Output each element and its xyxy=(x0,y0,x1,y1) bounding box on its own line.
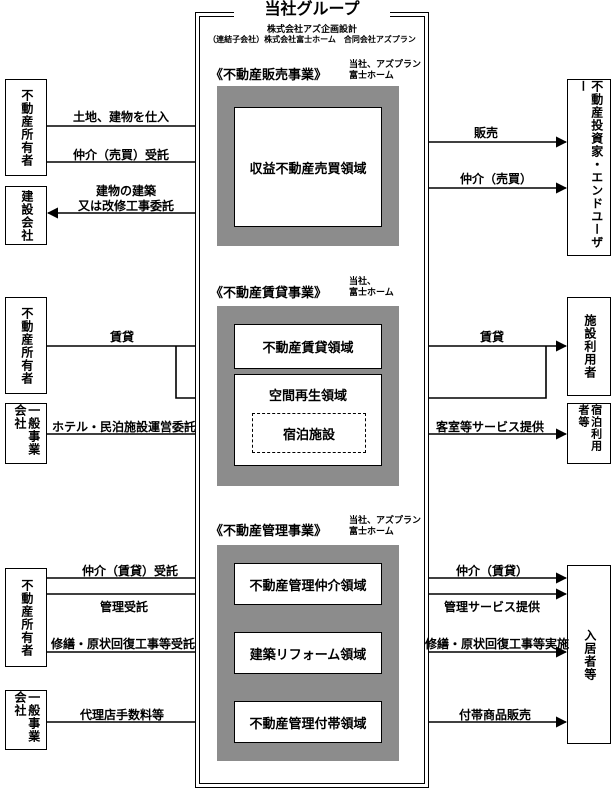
flow-label: 建物の建築 又は改修工事委託 xyxy=(78,184,175,213)
group-title: 当社グループ xyxy=(234,0,390,18)
party-box: 不動産投資家・エンドユーザー xyxy=(567,79,611,256)
domain-label: 空間再生領域 xyxy=(268,389,347,404)
flow-label: 土地、建物を仕入 xyxy=(73,110,170,124)
flow-label: 仲介（賃貸） xyxy=(456,564,529,578)
party-box: 施設利用者 xyxy=(567,297,611,396)
group-subtitle-parent: 株式会社アズ企画設計 xyxy=(266,25,357,35)
flow-label: 代理店手数料等 xyxy=(80,708,165,722)
segment-title-sales: 《不動産販売事業》 xyxy=(210,68,328,83)
flow-label: 管理受託 xyxy=(100,600,149,614)
segment-note-management: 当社、アズプラン 富士ホーム xyxy=(349,516,422,537)
flow-label: ホテル・民泊施設運営委託 xyxy=(52,420,197,434)
segment-title-leasing: 《不動産賃貸事業》 xyxy=(210,286,328,301)
segment-note-leasing: 当社、 富士ホーム xyxy=(349,277,394,298)
flow-label: 付帯商品販売 xyxy=(459,708,532,722)
domain-box: 収益不動産売買領域 xyxy=(234,107,382,227)
flow-label: 販売 xyxy=(474,126,499,140)
domain-box-lodging: 宿泊施設 xyxy=(252,413,366,453)
flow-label: 仲介（売買） xyxy=(460,172,533,186)
domain-box: 不動産賃貸領域 xyxy=(234,324,382,369)
flow-label: 修繕・原状回復工事等受託 xyxy=(51,637,196,651)
domain-box: 不動産管理付帯領域 xyxy=(234,701,382,743)
domain-box: 建築リフォーム領域 xyxy=(234,632,382,674)
party-box: 不動産所有者 xyxy=(5,79,47,176)
flow-label: 仲介（賃貸）受託 xyxy=(82,564,179,578)
group-subtitle-subsidiaries: （連結子会社）株式会社富士ホーム 合同会社アズプラン xyxy=(208,35,416,44)
party-box: 宿泊利用者等 xyxy=(567,403,611,464)
party-box: 入居者等 xyxy=(567,565,611,744)
party-box: 一般事業会社 xyxy=(5,403,47,464)
flow-label: 賃貸 xyxy=(480,330,505,344)
flow-label: 修繕・原状回復工事等実施 xyxy=(425,637,570,651)
flow-label: 客室等サービス提供 xyxy=(436,420,545,434)
segment-title-management: 《不動産管理事業》 xyxy=(210,524,328,539)
segment-note-sales: 当社、アズプラン 富士ホーム xyxy=(349,60,422,81)
party-box: 建設会社 xyxy=(5,186,47,245)
flow-label: 仲介（売買）受託 xyxy=(73,148,170,162)
domain-box: 不動産管理仲介領域 xyxy=(234,563,382,605)
party-box: 一般事業会社 xyxy=(5,690,47,750)
flow-arrow xyxy=(382,346,547,399)
flow-label: 管理サービス提供 xyxy=(444,600,541,614)
party-box: 不動産所有者 xyxy=(5,568,47,667)
flow-label: 賃貸 xyxy=(110,330,135,344)
party-box: 不動産所有者 xyxy=(5,297,47,394)
